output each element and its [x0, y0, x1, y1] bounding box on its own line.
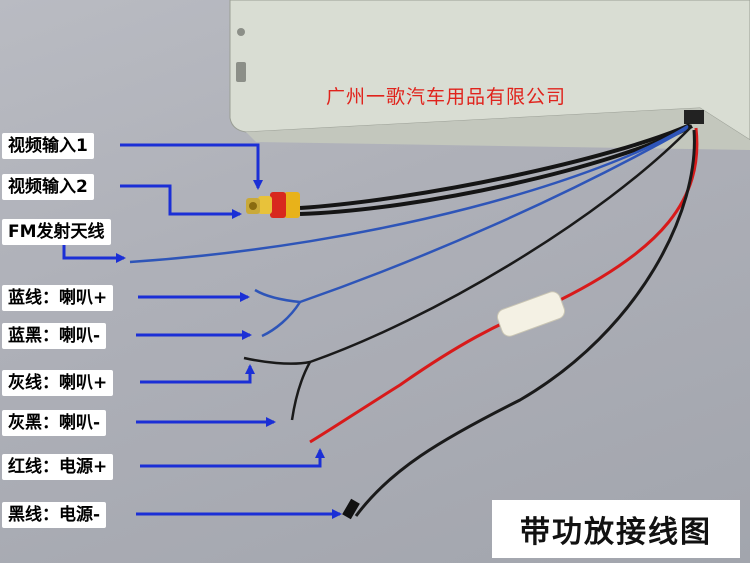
arrow-gray-plus — [140, 364, 255, 384]
bracket-icon — [236, 62, 246, 82]
label-video-input-2: 视频输入2 — [2, 174, 94, 200]
monitor-housing — [229, 0, 750, 150]
label-gray-speaker-plus: 灰线：喇叭+ — [2, 370, 114, 396]
gray-black-speaker-wire — [290, 361, 312, 421]
fuse-holder — [496, 291, 566, 337]
blue-black-speaker-wire — [261, 301, 302, 338]
label-video-input-1: 视频输入1 — [2, 133, 94, 159]
screw-icon — [237, 28, 245, 36]
company-name: 广州一歌汽车用品有限公司 — [326, 86, 567, 108]
label-red-power-plus: 红线：电源+ — [2, 454, 114, 480]
gray-speaker-wire — [243, 127, 691, 365]
fm-antenna-wire — [129, 124, 689, 264]
label-gray-black-speaker-minus: 灰黑：喇叭- — [2, 410, 107, 436]
arrow-video-1 — [120, 143, 263, 190]
pointer-arrows — [62, 143, 342, 519]
label-blue-speaker-plus: 蓝线：喇叭+ — [2, 285, 114, 311]
label-blue-black-speaker-minus: 蓝黑：喇叭- — [2, 323, 107, 349]
label-black-power-minus: 黑线：电源- — [2, 502, 107, 528]
black-ground-wire — [354, 129, 696, 517]
arrow-fm-antenna — [62, 244, 126, 263]
diagram-title: 带功放接线图 — [492, 500, 740, 558]
arrow-red-plus — [140, 448, 325, 468]
arrow-video-2 — [120, 184, 242, 219]
cable-gland — [684, 110, 704, 124]
rca-video-connectors — [246, 123, 693, 218]
label-fm-antenna: FM发射天线 — [2, 219, 111, 245]
blue-speaker-wire — [254, 126, 689, 304]
